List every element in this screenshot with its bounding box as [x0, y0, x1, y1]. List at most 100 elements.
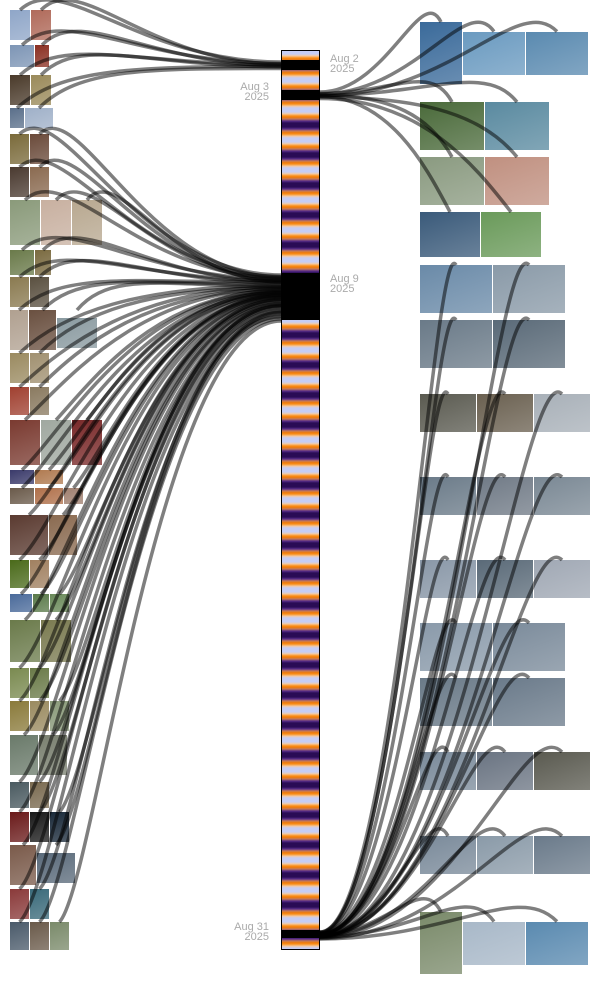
right-photo-thumbnail[interactable] — [420, 22, 462, 84]
left-photo-thumbnail[interactable] — [10, 75, 30, 105]
right-photo-thumbnail[interactable] — [534, 394, 590, 432]
right-photo-thumbnail[interactable] — [534, 836, 590, 874]
right-photo-thumbnail[interactable] — [420, 836, 476, 874]
right-photo-thumbnail[interactable] — [526, 31, 588, 75]
left-photo-thumbnail[interactable] — [35, 45, 49, 67]
left-photo-thumbnail[interactable] — [30, 134, 49, 164]
left-photo-thumbnail[interactable] — [10, 167, 29, 197]
right-photo-thumbnail[interactable] — [493, 623, 565, 671]
left-photo-thumbnail[interactable] — [49, 515, 77, 555]
right-photo-thumbnail[interactable] — [477, 477, 533, 515]
right-photo-thumbnail[interactable] — [420, 265, 492, 313]
left-photo-thumbnail[interactable] — [31, 75, 51, 105]
left-photo-thumbnail[interactable] — [30, 889, 49, 919]
left-photo-thumbnail[interactable] — [50, 812, 69, 842]
left-photo-thumbnail[interactable] — [10, 594, 32, 612]
left-photo-thumbnail[interactable] — [10, 701, 29, 731]
left-photo-thumbnail[interactable] — [30, 812, 49, 842]
left-photo-thumbnail[interactable] — [33, 594, 49, 612]
left-photo-thumbnail[interactable] — [10, 387, 29, 415]
left-photo-thumbnail[interactable] — [10, 620, 40, 662]
right-photo-thumbnail[interactable] — [420, 212, 480, 257]
left-photo-thumbnail[interactable] — [10, 845, 36, 885]
left-photo-thumbnail[interactable] — [37, 853, 75, 883]
left-photo-thumbnail[interactable] — [29, 310, 56, 350]
left-photo-thumbnail[interactable] — [30, 560, 49, 588]
left-photo-thumbnail[interactable] — [10, 200, 40, 245]
right-photo-thumbnail[interactable] — [534, 752, 590, 790]
left-photo-thumbnail[interactable] — [50, 922, 69, 950]
left-photo-thumbnail[interactable] — [10, 277, 29, 307]
left-photo-thumbnail[interactable] — [30, 277, 49, 307]
left-photo-thumbnail[interactable] — [10, 310, 28, 350]
right-photo-thumbnail[interactable] — [526, 921, 588, 965]
right-photo-thumbnail[interactable] — [420, 560, 476, 598]
left-photo-thumbnail[interactable] — [30, 668, 49, 698]
right-photo-thumbnail[interactable] — [477, 394, 533, 432]
right-photo-thumbnail[interactable] — [420, 102, 484, 150]
right-photo-thumbnail[interactable] — [493, 265, 565, 313]
left-photo-thumbnail[interactable] — [41, 200, 71, 245]
left-photo-thumbnail[interactable] — [35, 470, 63, 484]
left-photo-thumbnail[interactable] — [30, 701, 49, 731]
left-photo-thumbnail[interactable] — [10, 812, 29, 842]
right-photo-thumbnail[interactable] — [420, 157, 484, 205]
right-photo-thumbnail[interactable] — [420, 394, 476, 432]
right-photo-thumbnail[interactable] — [493, 320, 565, 368]
right-photo-thumbnail[interactable] — [420, 320, 492, 368]
right-photo-thumbnail[interactable] — [534, 477, 590, 515]
left-photo-thumbnail[interactable] — [64, 488, 83, 504]
left-photo-thumbnail[interactable] — [30, 353, 49, 383]
left-photo-thumbnail[interactable] — [10, 782, 29, 808]
left-photo-thumbnail[interactable] — [10, 668, 29, 698]
left-photo-thumbnail[interactable] — [10, 922, 29, 950]
right-photo-thumbnail[interactable] — [534, 560, 590, 598]
left-photo-thumbnail[interactable] — [10, 353, 29, 383]
left-photo-thumbnail[interactable] — [10, 735, 38, 775]
left-photo-thumbnail[interactable] — [10, 560, 29, 588]
right-photo-thumbnail[interactable] — [420, 912, 462, 974]
right-photo-thumbnail[interactable] — [493, 678, 565, 726]
left-photo-thumbnail[interactable] — [39, 735, 67, 775]
left-photo-thumbnail[interactable] — [57, 318, 97, 348]
right-photo-thumbnail[interactable] — [420, 752, 476, 790]
left-photo-thumbnail[interactable] — [31, 10, 51, 40]
right-photo-thumbnail[interactable] — [420, 678, 492, 726]
timeline-bar[interactable] — [281, 50, 320, 950]
right-photo-thumbnail[interactable] — [477, 560, 533, 598]
right-photo-thumbnail[interactable] — [420, 477, 476, 515]
left-photo-thumbnail[interactable] — [72, 200, 102, 245]
right-photo-thumbnail[interactable] — [463, 31, 525, 75]
left-photo-thumbnail[interactable] — [30, 167, 49, 197]
left-photo-thumbnail[interactable] — [10, 10, 30, 40]
left-photo-thumbnail[interactable] — [10, 420, 40, 465]
left-photo-thumbnail[interactable] — [35, 488, 63, 504]
left-photo-thumbnail[interactable] — [50, 594, 69, 612]
left-photo-thumbnail[interactable] — [10, 470, 34, 484]
left-photo-thumbnail[interactable] — [41, 420, 71, 465]
left-photo-thumbnail[interactable] — [35, 250, 51, 275]
left-photo-thumbnail[interactable] — [41, 620, 71, 662]
left-photo-thumbnail[interactable] — [10, 889, 29, 919]
left-photo-thumbnail[interactable] — [30, 922, 49, 950]
right-photo-thumbnail[interactable] — [477, 836, 533, 874]
left-photo-thumbnail[interactable] — [30, 782, 49, 808]
left-photo-thumbnail[interactable] — [25, 108, 53, 128]
left-photo-thumbnail[interactable] — [50, 701, 69, 731]
left-photo-thumbnail[interactable] — [10, 250, 34, 275]
right-photo-thumbnail[interactable] — [463, 921, 525, 965]
right-photo-thumbnail[interactable] — [477, 752, 533, 790]
right-photo-thumbnail[interactable] — [481, 212, 541, 257]
left-photo-thumbnail[interactable] — [10, 488, 34, 504]
right-photo-thumbnail[interactable] — [485, 157, 549, 205]
left-photo-thumbnail[interactable] — [10, 134, 29, 164]
right-photo-thumbnail[interactable] — [485, 102, 549, 150]
right-photo-thumbnail[interactable] — [420, 623, 492, 671]
left-photo-thumbnail[interactable] — [10, 45, 34, 67]
left-photo-thumbnail[interactable] — [10, 515, 48, 555]
left-photo-thumbnail[interactable] — [72, 420, 102, 465]
left-photo-thumbnail[interactable] — [30, 387, 49, 415]
left-photo-thumbnail[interactable] — [10, 108, 24, 128]
